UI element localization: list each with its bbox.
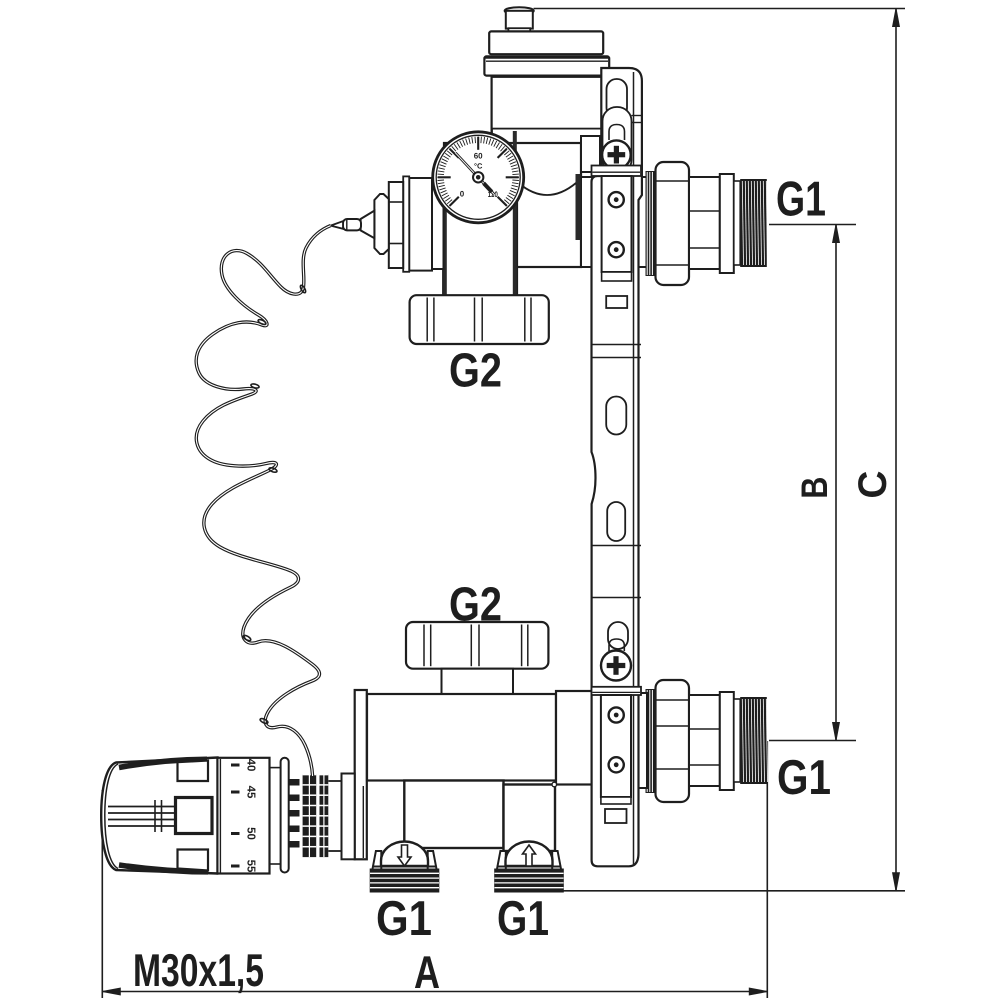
svg-text:G1: G1 bbox=[777, 751, 831, 805]
svg-text:55: 55 bbox=[245, 860, 257, 873]
svg-text:G1: G1 bbox=[776, 173, 826, 227]
svg-text:A: A bbox=[414, 946, 440, 998]
svg-text:40: 40 bbox=[245, 759, 257, 772]
svg-text:45: 45 bbox=[245, 786, 257, 799]
svg-text:G1: G1 bbox=[376, 892, 432, 946]
svg-text:C: C bbox=[851, 471, 895, 499]
svg-text:G2: G2 bbox=[449, 345, 502, 398]
svg-text:B: B bbox=[794, 477, 835, 499]
svg-text:0: 0 bbox=[460, 190, 465, 199]
svg-text:50: 50 bbox=[245, 827, 257, 840]
svg-text:°C: °C bbox=[474, 162, 483, 171]
svg-text:60: 60 bbox=[474, 152, 483, 161]
svg-text:M30x1,5: M30x1,5 bbox=[133, 944, 264, 996]
svg-text:G1: G1 bbox=[497, 892, 549, 946]
